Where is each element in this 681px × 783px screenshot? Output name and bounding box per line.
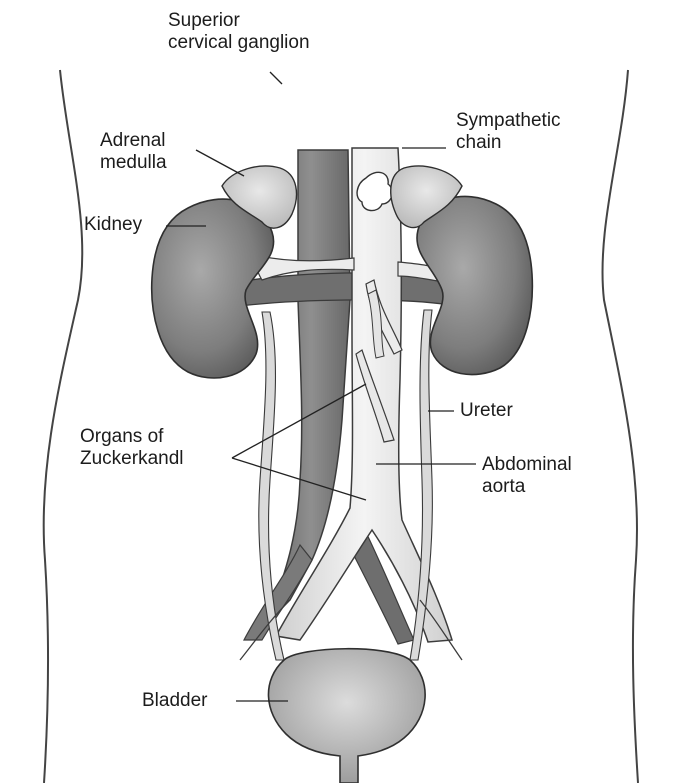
- label-bladder: Bladder: [142, 690, 208, 712]
- leader-zuckerkandl-1: [232, 384, 366, 458]
- label-adrenal-medulla: Adrenal medulla: [100, 130, 167, 174]
- label-organs-of-zuckerkandl: Organs of Zuckerkandl: [80, 426, 184, 470]
- leader-superior-cervical-ganglion: [270, 72, 282, 84]
- label-kidney: Kidney: [84, 214, 142, 236]
- body-outline-right: [602, 70, 638, 783]
- leader-adrenal-medulla: [196, 150, 244, 176]
- label-superior-cervical-ganglion: Superior cervical ganglion: [168, 10, 310, 54]
- label-ureter: Ureter: [460, 400, 513, 422]
- bladder-shape: [268, 649, 425, 783]
- label-sympathetic-chain: Sympathetic chain: [456, 110, 561, 154]
- label-abdominal-aorta: Abdominal aorta: [482, 454, 572, 498]
- body-outline-left: [44, 70, 83, 783]
